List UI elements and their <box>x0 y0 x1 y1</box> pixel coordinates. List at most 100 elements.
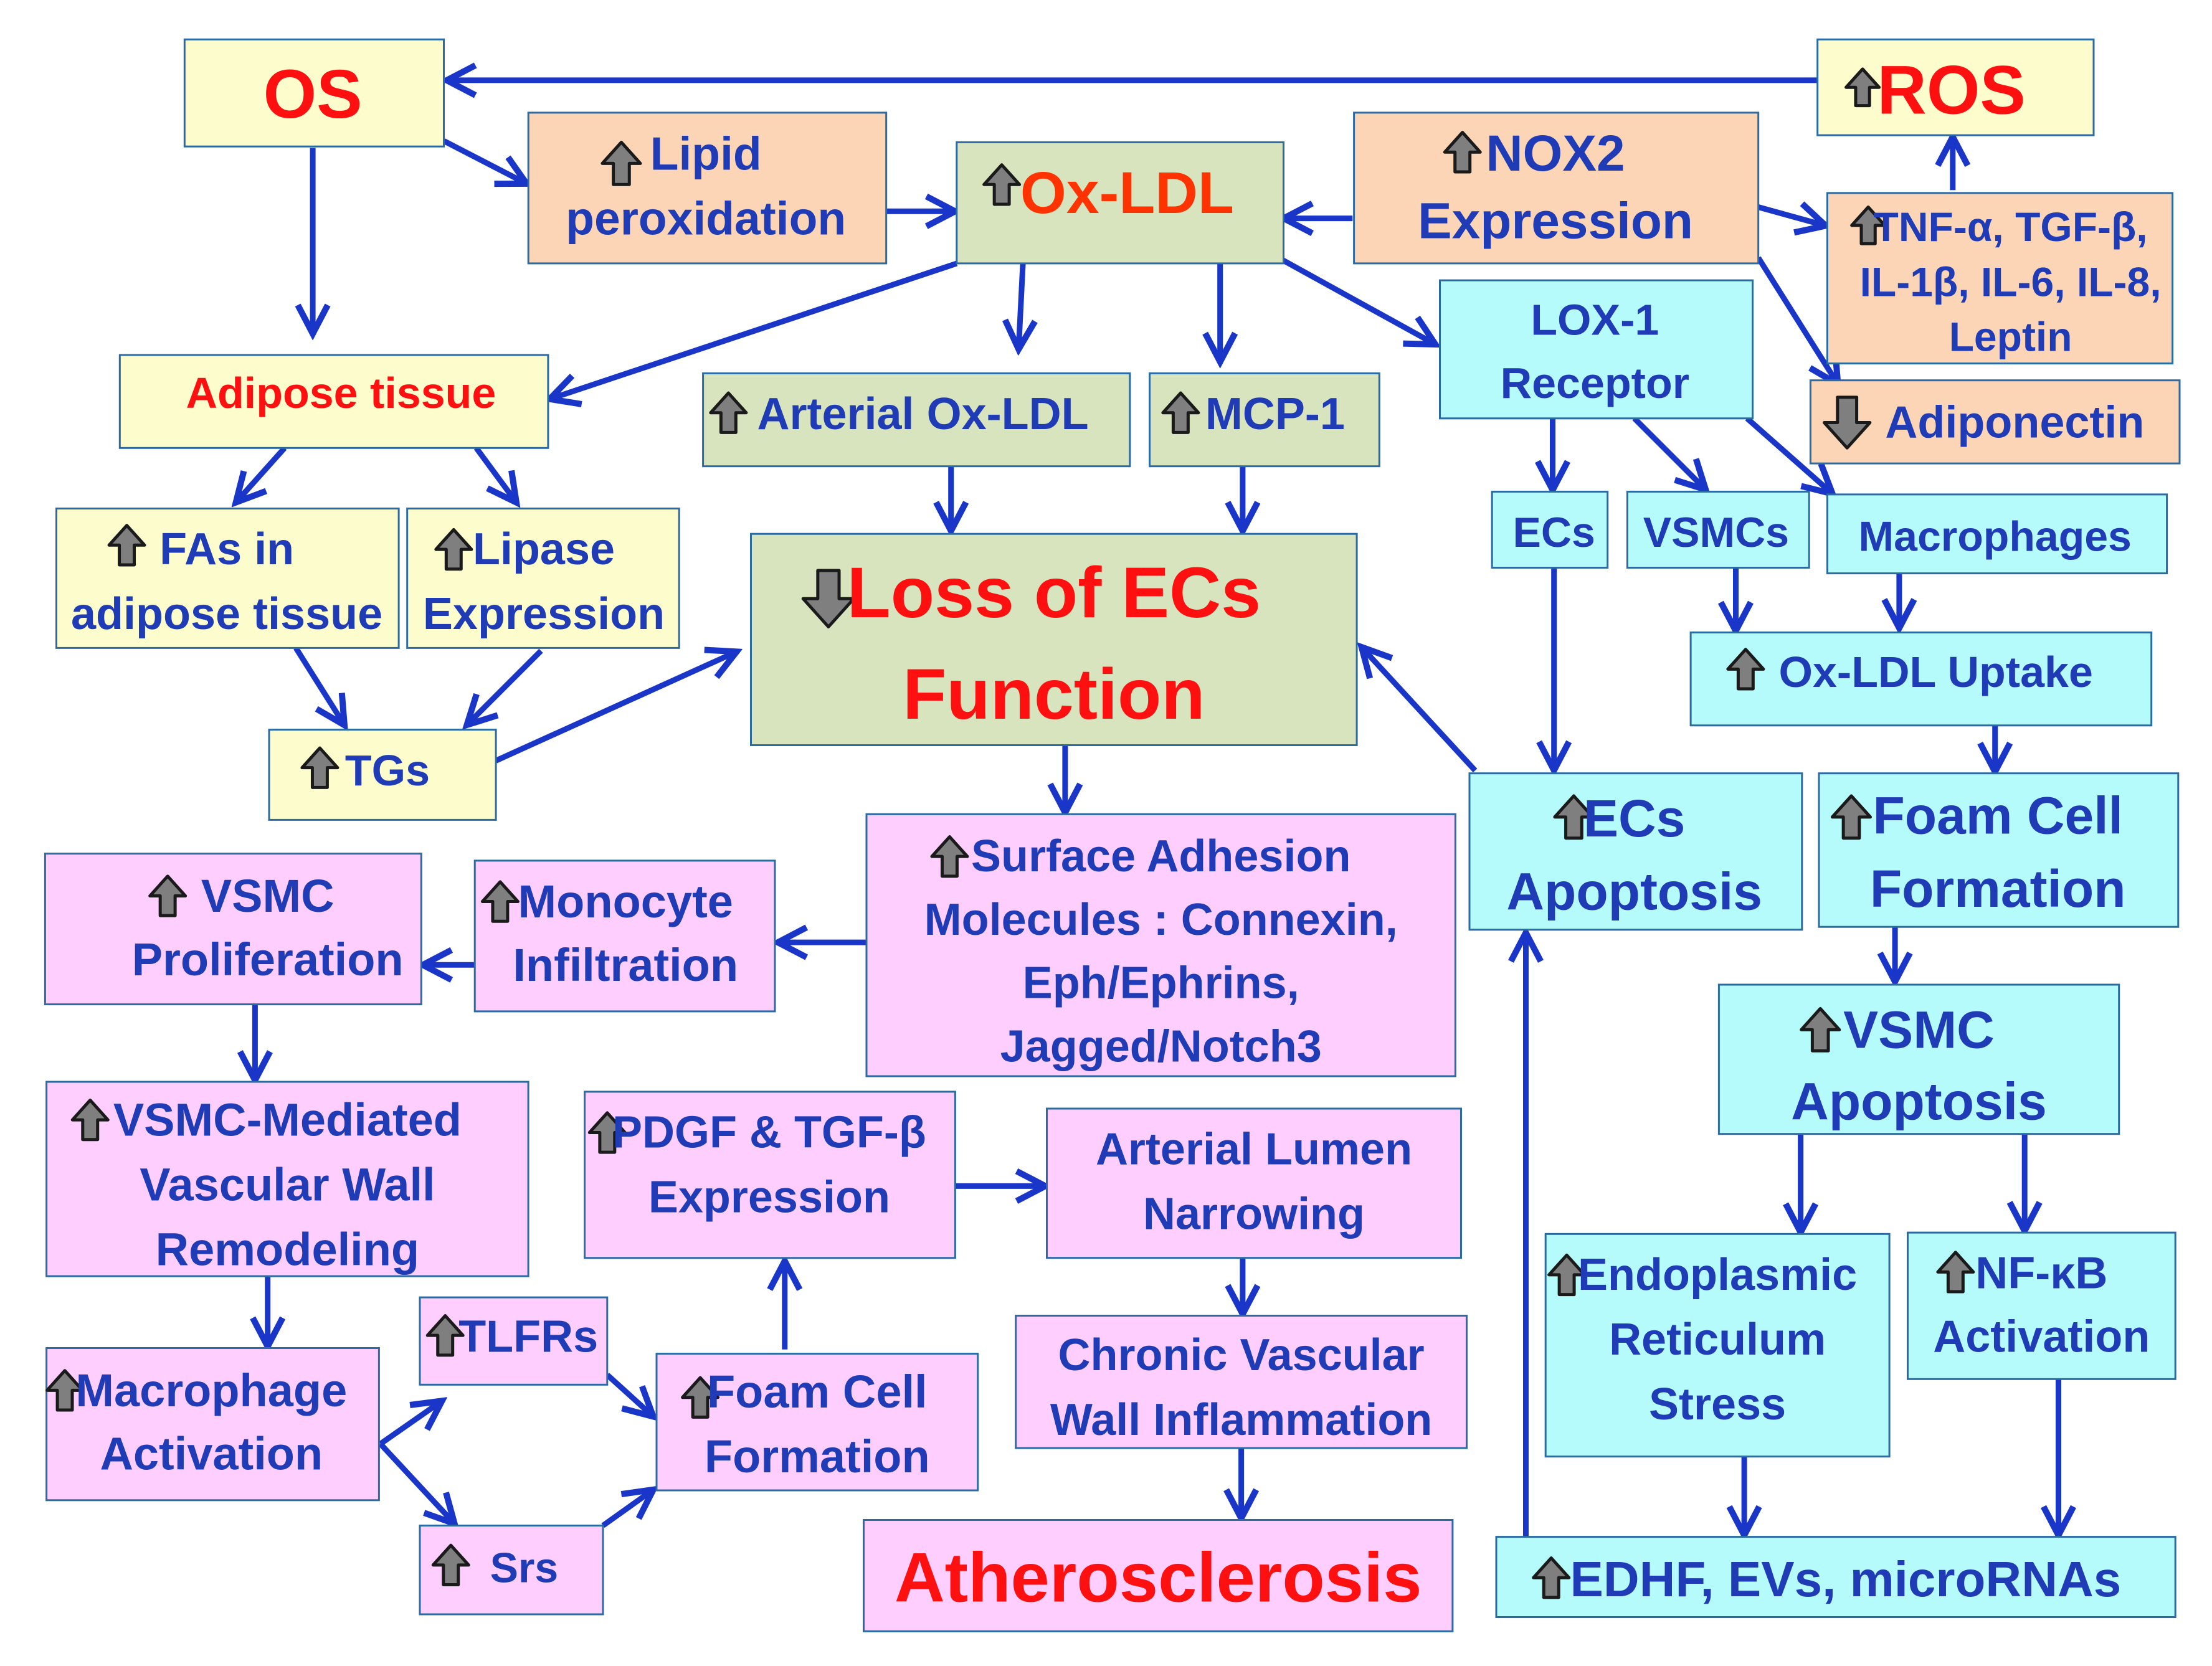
node-label: LOX-1 <box>1531 295 1659 344</box>
node-box <box>118 354 549 449</box>
node-label: Molecules : Connexin, <box>924 895 1398 945</box>
node-box <box>45 1347 380 1502</box>
node-label: Activation <box>100 1428 323 1480</box>
up-arrow-icon <box>681 1376 720 1419</box>
node-label: Formation <box>705 1431 930 1482</box>
up-arrow-icon <box>1726 648 1765 691</box>
node-label: ECs <box>1513 509 1595 556</box>
node-ecs: ECs <box>1491 490 1609 569</box>
node-label: Expression <box>1418 193 1693 250</box>
up-arrow-icon <box>587 1111 627 1154</box>
node-label: OS <box>263 56 363 133</box>
arrow-15 <box>1745 416 1832 493</box>
up-arrow-icon <box>431 1543 470 1587</box>
up-arrow-icon <box>1547 1253 1587 1297</box>
node-ros: ROS <box>1816 38 2095 136</box>
node-label: EDHF, EVs, microRNAs <box>1570 1551 2122 1607</box>
up-arrow-icon <box>434 528 473 571</box>
up-arrow-icon <box>107 524 146 567</box>
node-label: Endoplasmic <box>1578 1250 1857 1300</box>
node-label: Eph/Ephrins, <box>1023 958 1299 1008</box>
node-label: VSMC <box>201 870 335 922</box>
node-box <box>1689 632 2153 727</box>
up-arrow-icon <box>1844 67 1881 108</box>
node-label: Wall Inflammation <box>1050 1395 1432 1445</box>
up-arrow-icon <box>425 1314 465 1357</box>
node-os: OS <box>183 38 445 148</box>
node-label: Adipose tissue <box>186 369 496 417</box>
node-label: peroxidation <box>566 192 846 245</box>
node-label: TNF-α, TGF-β, <box>1874 204 2148 250</box>
node-label: Activation <box>1933 1312 2150 1361</box>
node-mcp1: MCP-1 <box>1149 372 1380 468</box>
node-label: Arterial Ox-LDL <box>757 389 1088 439</box>
arrow-16 <box>237 446 287 501</box>
arrow-6 <box>1755 256 1838 383</box>
node-box <box>750 532 1358 746</box>
node-label: Ox-LDL Uptake <box>1779 648 2093 696</box>
node-label: Infiltration <box>513 939 738 991</box>
node-label: ROS <box>1877 52 2025 128</box>
node-label: Apoptosis <box>1791 1072 2047 1131</box>
arrow-18 <box>293 646 344 724</box>
node-cytokines: TNF-α, TGF-β,IL-1β, IL-6, IL-8,Leptin <box>1826 192 2174 365</box>
node-label: Srs <box>490 1544 559 1591</box>
up-arrow-icon <box>300 746 339 789</box>
arrow-12 <box>1269 251 1434 344</box>
arrow-9 <box>551 260 958 399</box>
up-arrow-icon <box>709 391 748 434</box>
node-label: Expression <box>423 589 665 639</box>
arrow-39 <box>379 1402 441 1446</box>
node-tgs: TGs <box>268 729 497 821</box>
up-arrow-icon <box>1553 794 1595 840</box>
arrow-40 <box>378 1442 454 1523</box>
node-box <box>45 1081 529 1277</box>
node-label: Expression <box>648 1173 890 1223</box>
arrow-20 <box>495 652 736 764</box>
up-arrow-icon <box>1936 1251 1975 1294</box>
node-label: Adiponectin <box>1885 398 2144 448</box>
node-box <box>183 38 445 148</box>
node-box <box>1046 1107 1462 1259</box>
node-label: Monocyte <box>518 876 733 927</box>
arrows-layer <box>237 80 2059 1537</box>
node-label: Remodeling <box>156 1224 419 1276</box>
node-label: Apoptosis <box>1506 863 1762 921</box>
node-box <box>1826 192 2174 365</box>
node-box <box>863 1519 1454 1632</box>
node-box <box>473 859 776 1013</box>
up-arrow-icon <box>1800 1006 1841 1053</box>
node-macrophages: Macrophages <box>1826 493 2168 575</box>
node-label: Function <box>903 655 1205 734</box>
up-arrow-icon <box>70 1098 110 1142</box>
node-adipose: Adipose tissue <box>118 354 549 449</box>
node-box <box>1495 1536 2176 1619</box>
node-label: Jagged/Notch3 <box>1000 1022 1322 1072</box>
node-box <box>1544 1233 1891 1458</box>
node-label: Macrophages <box>1859 513 2132 561</box>
node-label: Vascular Wall <box>140 1159 435 1211</box>
node-box <box>655 1353 979 1492</box>
node-label: TGs <box>345 746 430 795</box>
node-box <box>1809 379 2181 465</box>
up-arrow-icon <box>1830 794 1873 840</box>
up-arrow-icon <box>930 835 969 878</box>
node-label: Ox-LDL <box>1020 160 1234 226</box>
up-arrow-icon <box>45 1369 85 1412</box>
node-box <box>956 141 1285 265</box>
node-box <box>1439 279 1754 420</box>
up-arrow-icon <box>1443 131 1482 174</box>
arrow-27 <box>1362 648 1478 773</box>
arrow-5 <box>1757 207 1825 225</box>
